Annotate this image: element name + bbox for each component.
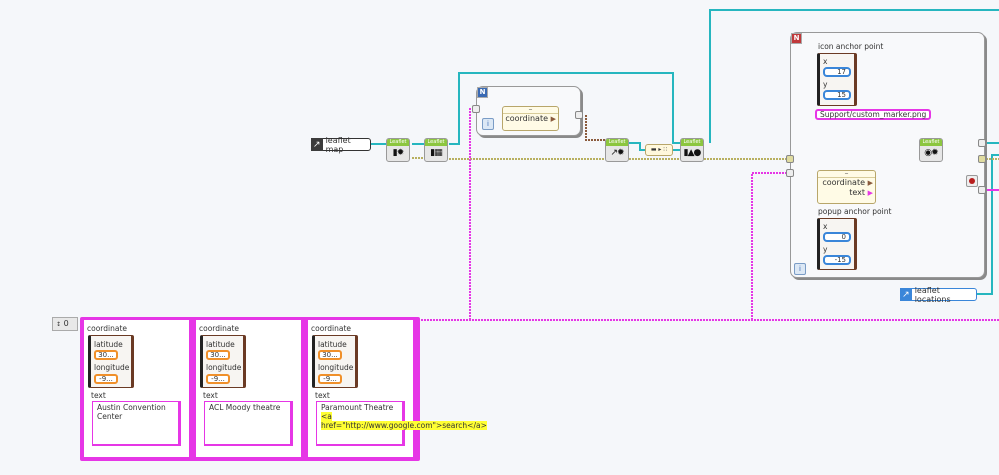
- longitude-value[interactable]: -9...: [206, 374, 230, 384]
- array-wire: [469, 108, 500, 320]
- array-element[interactable]: coordinate latitude 30... longitude -9..…: [195, 319, 304, 458]
- popup-anchor-x[interactable]: 0: [823, 232, 851, 242]
- y-label: y: [823, 80, 828, 89]
- unbundle-row-coordinate: coordinate▶: [822, 178, 873, 187]
- popup-anchor-label: popup anchor point: [818, 207, 892, 216]
- for-loop-coordinates[interactable]: N i ─ coordinate▶: [476, 86, 581, 136]
- leaflet-create-map-node[interactable]: Leaflet ▮✹: [386, 138, 410, 162]
- node-header: Leaflet: [387, 139, 409, 146]
- leaflet-polyline-node[interactable]: Leaflet ↗✹: [605, 138, 629, 162]
- unbundle-header: ─: [818, 171, 875, 178]
- loop-input-tunnel: [472, 105, 480, 113]
- latitude-label: latitude: [94, 340, 123, 349]
- array-index-control[interactable]: ↕ 0: [52, 317, 78, 331]
- unbundle-row-coordinate: coordinate▶: [505, 114, 556, 123]
- coordinate-cluster[interactable]: latitude 30... longitude -9...: [88, 335, 134, 388]
- unbundle-by-name[interactable]: ─ coordinate▶: [502, 106, 559, 131]
- refnum-wire: [449, 72, 680, 145]
- coordinate-cluster[interactable]: latitude 30... longitude -9...: [312, 335, 358, 388]
- node-header: Leaflet: [681, 139, 703, 146]
- latitude-label: latitude: [318, 340, 347, 349]
- map-create-icon: ▮✹: [392, 148, 405, 158]
- loop-iteration-badge: i: [482, 118, 494, 130]
- leaflet-add-marker-node[interactable]: Leaflet ◉✹: [919, 138, 943, 162]
- refnum-wire: [709, 9, 999, 143]
- array-element[interactable]: coordinate latitude 30... longitude -9..…: [83, 319, 192, 458]
- node-header: Leaflet: [425, 139, 447, 146]
- string-output-tunnel: [978, 186, 986, 194]
- text-label: text: [315, 391, 330, 400]
- index-spinner-icon: ↕: [56, 321, 62, 328]
- error-input-tunnel: [786, 155, 794, 163]
- latitude-value[interactable]: 30...: [94, 350, 118, 360]
- x-label: x: [823, 57, 828, 66]
- latitude-value[interactable]: 30...: [318, 350, 342, 360]
- latitude-value[interactable]: 30...: [206, 350, 230, 360]
- refnum-wire: [629, 142, 646, 151]
- refnum-wire: [970, 154, 999, 295]
- loop-iteration-badge: i: [794, 263, 806, 275]
- osm-tile-icon: ▮▦: [430, 148, 442, 158]
- latitude-label: latitude: [206, 340, 235, 349]
- array-input-tunnel: [786, 169, 794, 177]
- polyline-icon: ↗✹: [610, 148, 624, 158]
- unbundle-by-name[interactable]: ─ coordinate▶ text▶: [817, 170, 876, 204]
- longitude-label: longitude: [94, 363, 130, 372]
- leaflet-locations-reference[interactable]: ↗ leaflet locations: [900, 285, 977, 304]
- leaflet-locations-label: leaflet locations: [914, 285, 951, 304]
- icon-anchor-cluster[interactable]: x 17 y 15: [817, 53, 857, 106]
- icon-image-path-constant[interactable]: Support/custom_marker.png: [815, 109, 932, 120]
- node-header: Leaflet: [606, 139, 628, 146]
- array-element[interactable]: coordinate latitude 30... longitude -9..…: [307, 319, 487, 458]
- refnum-output-tunnel: [978, 139, 986, 147]
- add-layers-icon: ▮▲●: [683, 148, 702, 158]
- text-value[interactable]: Austin Convention Center: [92, 401, 181, 446]
- unbundle-row-text: text▶: [849, 188, 873, 197]
- stop-indicator[interactable]: [966, 175, 978, 187]
- for-loop-markers[interactable]: N i icon anchor point x 17 y 15 Support/…: [790, 32, 985, 278]
- icon-anchor-x[interactable]: 17: [823, 67, 851, 77]
- cluster-wire: [585, 115, 606, 141]
- error-output-tunnel: [978, 155, 986, 163]
- unbundle-header: ─: [503, 107, 558, 114]
- loop-count-badge: N: [477, 87, 488, 98]
- reference-arrow-icon: ↗: [311, 138, 323, 151]
- text-value[interactable]: ACL Moody theatre: [204, 401, 293, 446]
- leaflet-map-reference[interactable]: ↗ leaflet map: [311, 135, 371, 154]
- node-header: Leaflet: [920, 139, 942, 146]
- popup-anchor-cluster[interactable]: x 0 y -15: [817, 218, 857, 270]
- coordinate-label: coordinate: [199, 324, 240, 333]
- icon-anchor-y[interactable]: 15: [823, 90, 851, 100]
- y-label: y: [823, 245, 828, 254]
- longitude-label: longitude: [206, 363, 242, 372]
- x-label: x: [823, 222, 828, 231]
- reference-arrow-icon: ↗: [900, 288, 912, 301]
- icon-anchor-label: icon anchor point: [818, 42, 884, 51]
- text-label: text: [91, 391, 106, 400]
- longitude-label: longitude: [318, 363, 354, 372]
- longitude-value[interactable]: -9...: [94, 374, 118, 384]
- loop-count-badge: N: [791, 33, 802, 44]
- coordinate-label: coordinate: [311, 324, 352, 333]
- leaflet-map-label: leaflet map: [325, 135, 351, 154]
- popup-anchor-y[interactable]: -15: [823, 255, 851, 265]
- coordinate-cluster[interactable]: latitude 30... longitude -9...: [200, 335, 246, 388]
- bundle-node[interactable]: ▬ ▸ ∷: [645, 144, 673, 156]
- text-label: text: [203, 391, 218, 400]
- marker-icon: ◉✹: [924, 148, 938, 158]
- loop-output-tunnel: [575, 111, 583, 119]
- leaflet-add-layers-node[interactable]: Leaflet ▮▲●: [680, 138, 704, 162]
- longitude-value[interactable]: -9...: [318, 374, 342, 384]
- array-index-value: 0: [63, 319, 69, 328]
- leaflet-osm-tile-node[interactable]: Leaflet ▮▦: [424, 138, 448, 162]
- text-value[interactable]: Paramount Theatre <a href="http://www.go…: [316, 401, 487, 446]
- coordinate-label: coordinate: [87, 324, 128, 333]
